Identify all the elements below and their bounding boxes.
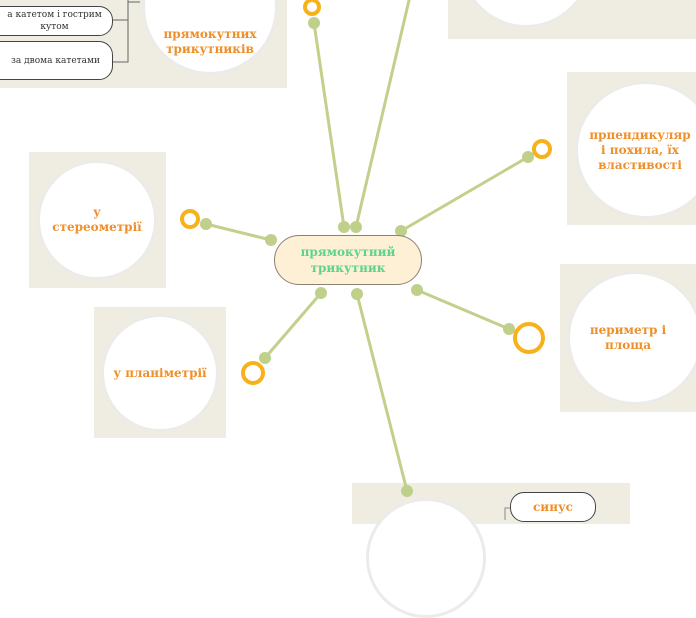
sub-item-cathetus-angle[interactable]: а катетом і гострим кутом — [0, 6, 113, 36]
node-dot — [351, 288, 363, 300]
node-dot — [395, 225, 407, 237]
sinus-bracket — [504, 507, 510, 520]
node-dot — [265, 234, 277, 246]
topic-circle-perpendicular[interactable]: прпендикуляр і похила, їх властивості — [575, 81, 696, 219]
branch-perpendicular — [399, 155, 530, 233]
branch-links — [113, 0, 552, 520]
branch-up-left — [312, 21, 346, 229]
collapse-ring-planimetry — [241, 361, 265, 385]
topic-top-label: прямокутних трикутників — [163, 27, 257, 56]
sub-item-cathetus-angle-label: а катетом і гострим кутом — [7, 10, 102, 32]
topic-circle-planimetry[interactable]: у планіметрії — [101, 314, 219, 432]
topic-circle-bottom[interactable] — [366, 498, 486, 618]
node-dot — [259, 352, 271, 364]
node-dot — [401, 485, 413, 497]
node-dot — [200, 218, 212, 230]
topic-perimeter-label: периметр і площа — [589, 323, 667, 352]
topic-stereometry-label: у стереометрії — [52, 205, 142, 234]
sub-bracket — [113, 0, 140, 63]
branch-stereometry — [204, 222, 273, 242]
collapse-ring-perimeter — [513, 322, 545, 354]
topic-circle-perimeter[interactable]: периметр і площа — [567, 271, 696, 405]
collapse-ring-stereometry — [180, 209, 200, 229]
branch-bottom — [355, 292, 409, 493]
sub-item-two-catheti-label: за двома катетами — [10, 55, 101, 66]
node-dot — [522, 151, 534, 163]
node-dot — [308, 17, 320, 29]
topic-perpendicular-label: прпендикуляр і похила, їх властивості — [589, 127, 691, 172]
topic-planimetry-label: у планіметрії — [113, 365, 207, 380]
node-dot — [411, 284, 423, 296]
branch-perimeter — [415, 288, 511, 331]
node-dot — [503, 323, 515, 335]
topic-circle-stereometry[interactable]: у стереометрії — [37, 160, 157, 280]
collapse-ring-perpendicular — [532, 139, 552, 159]
branch-up-right — [354, 0, 411, 229]
central-topic[interactable]: прямокутний трикутник — [274, 235, 422, 285]
sub-item-sinus-label: синус — [533, 500, 573, 514]
central-topic-label: прямокутний трикутник — [300, 245, 396, 275]
collapse-ring-top — [303, 0, 321, 16]
node-dot — [350, 221, 362, 233]
branch-planimetry — [263, 291, 323, 360]
node-dot — [315, 287, 327, 299]
sub-item-two-catheti[interactable]: за двома катетами — [0, 41, 113, 80]
sub-item-sinus[interactable]: синус — [510, 492, 596, 522]
node-dot — [338, 221, 350, 233]
